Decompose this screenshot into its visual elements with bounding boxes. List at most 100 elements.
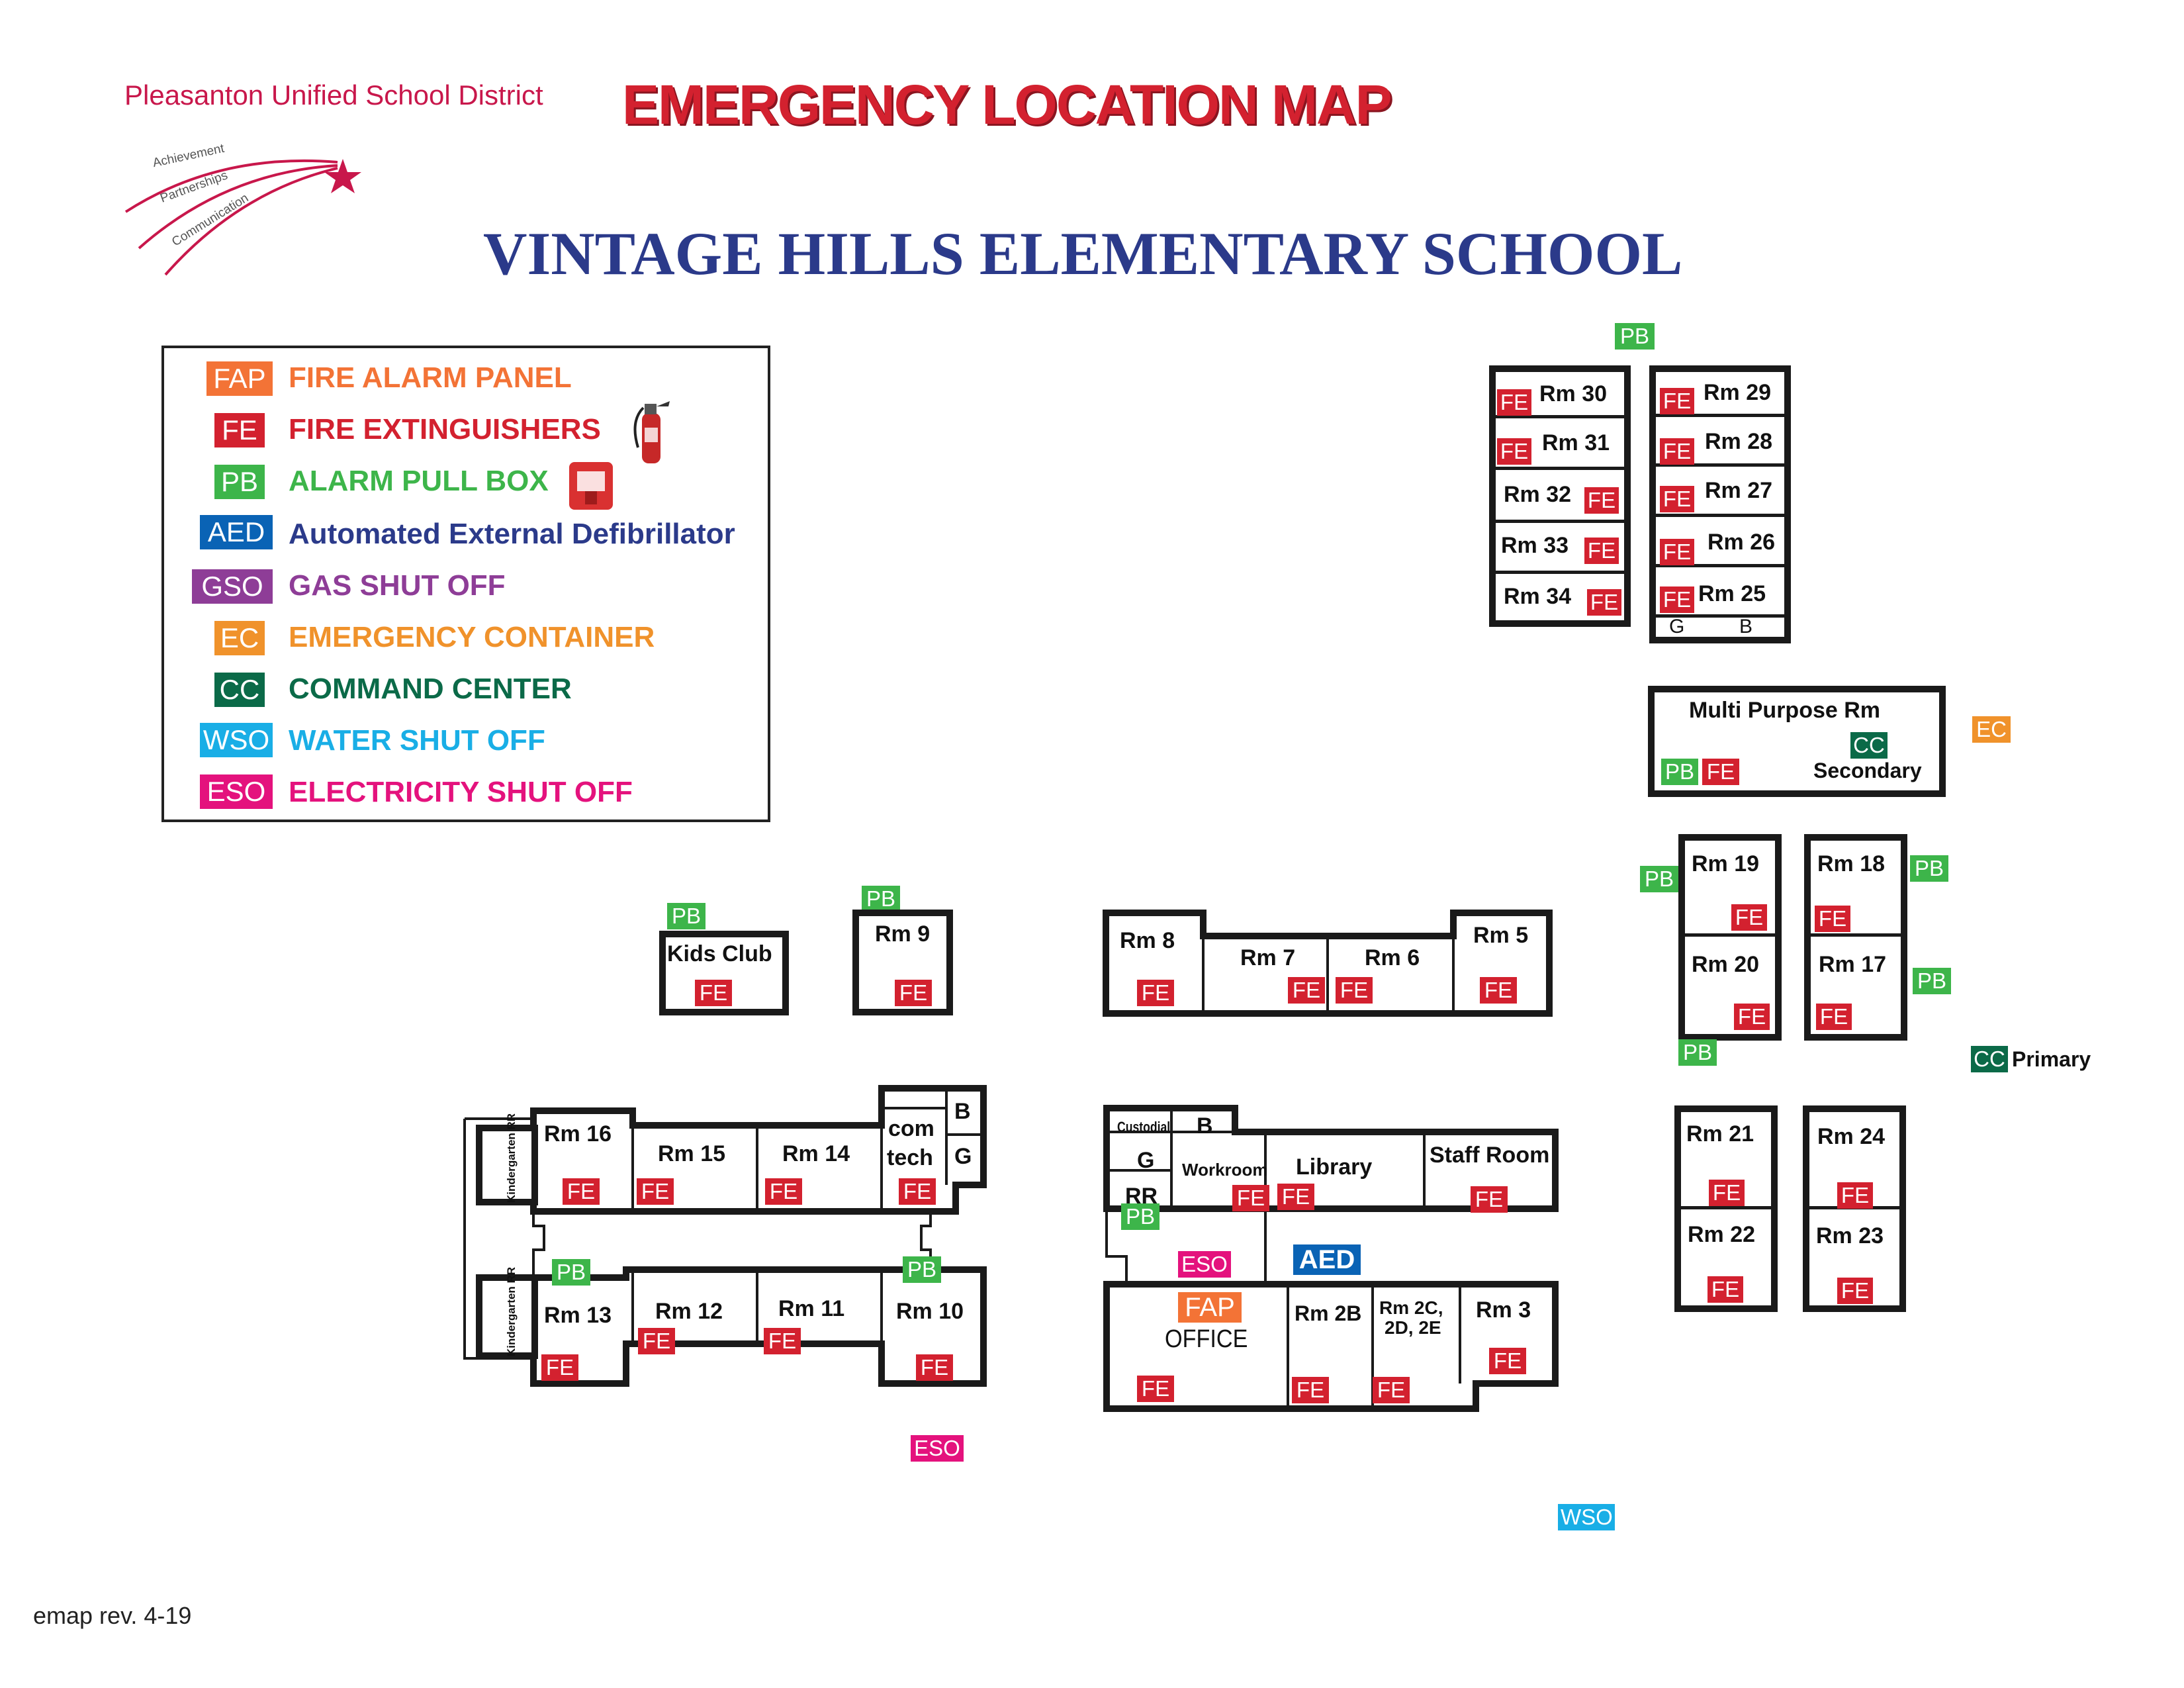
pull-box-icon xyxy=(569,462,613,510)
fe-marker: FE xyxy=(1660,586,1694,613)
legend-label-gso: GAS SHUT OFF xyxy=(289,569,506,602)
legend-code-aed: AED xyxy=(200,515,273,549)
cc-marker: CC xyxy=(1971,1046,2008,1072)
fe-marker: FE xyxy=(1277,1184,1314,1210)
divider xyxy=(1656,414,1784,417)
fe-marker: FE xyxy=(1480,977,1517,1004)
fe-marker: FE xyxy=(1731,904,1767,931)
revision-note: emap rev. 4-19 xyxy=(33,1602,192,1629)
room-label: Custodial xyxy=(1117,1119,1171,1135)
room-label: Rm 2B xyxy=(1295,1301,1362,1325)
legend-code-fe: FE xyxy=(214,413,265,447)
room-label: Rm 30 xyxy=(1539,381,1608,406)
fe-marker: FE xyxy=(1587,589,1621,616)
kindergarten-rr-label: Kindergarten RR xyxy=(505,1266,518,1356)
fe-marker: FE xyxy=(899,1178,936,1205)
fe-marker: FE xyxy=(1373,1377,1410,1403)
page-title: EMERGENCY LOCATION MAP xyxy=(622,73,1392,136)
pb-marker: PB xyxy=(1661,759,1698,785)
room-label: Rm 7 xyxy=(1240,945,1296,970)
pb-marker: PB xyxy=(862,886,900,912)
room-label: Rm 14 xyxy=(782,1141,850,1166)
legend-label-aed: Automated External Defibrillator xyxy=(289,518,735,550)
room-label: Library xyxy=(1296,1154,1373,1180)
kindergarten-rr-label: Kindergarten RR xyxy=(505,1113,518,1203)
ec-marker: EC xyxy=(1972,716,2011,743)
fe-marker: FE xyxy=(1816,1004,1852,1030)
fe-marker: FE xyxy=(1232,1185,1269,1211)
fe-marker: FE xyxy=(1660,486,1694,512)
girls-restroom-label: G xyxy=(1669,616,1685,637)
room-label: Rm 31 xyxy=(1542,430,1610,455)
room-label: Rm 32 xyxy=(1504,482,1572,507)
fap-marker: FAP xyxy=(1178,1292,1242,1323)
aed-marker: AED xyxy=(1293,1244,1361,1275)
fe-marker: FE xyxy=(1489,1348,1526,1374)
room-label: OFFICE xyxy=(1165,1325,1248,1353)
fe-marker: FE xyxy=(1815,906,1850,932)
room-label: Rm 10 xyxy=(896,1299,964,1324)
legend-label-fap: FIRE ALARM PANEL xyxy=(289,361,572,394)
legend-code-eso: ESO xyxy=(200,774,273,809)
girls-restroom-label: G xyxy=(1137,1148,1155,1173)
pb-marker: PB xyxy=(1913,968,1951,994)
room-label: com xyxy=(888,1116,934,1141)
room-label: Rm 12 xyxy=(655,1299,723,1324)
divider xyxy=(1656,564,1784,567)
fe-marker: FE xyxy=(1584,487,1619,514)
room-label: Rm 29 xyxy=(1704,380,1772,405)
district-name: Pleasanton Unified School District xyxy=(124,79,543,111)
fe-marker: FE xyxy=(764,1328,801,1354)
legend-label-eso: ELECTRICITY SHUT OFF xyxy=(289,776,633,808)
room-label: Rm 28 xyxy=(1705,429,1773,454)
room-label: Rm 8 xyxy=(1120,928,1175,953)
fe-marker: FE xyxy=(1497,389,1531,416)
fe-marker: FE xyxy=(1292,1377,1329,1403)
room-label: Kids Club xyxy=(667,941,772,966)
pb-marker: PB xyxy=(1640,866,1678,892)
legend-code-cc: CC xyxy=(214,673,265,707)
fe-marker: FE xyxy=(1660,539,1694,565)
room-label: Rm 17 xyxy=(1819,952,1887,977)
girls-restroom-label: G xyxy=(954,1144,972,1169)
fe-marker: FE xyxy=(1660,438,1694,465)
divider xyxy=(1496,467,1624,470)
fe-marker: FE xyxy=(638,1328,675,1354)
fe-marker: FE xyxy=(1709,1180,1745,1206)
fe-marker: FE xyxy=(541,1354,578,1381)
legend-code-fap: FAP xyxy=(206,361,273,396)
room-label: Rm 33 xyxy=(1501,533,1569,558)
legend-label-fe: FIRE EXTINGUISHERS xyxy=(289,413,601,445)
school-name: VINTAGE HILLS ELEMENTARY SCHOOL xyxy=(483,220,1683,287)
room-label: 2D, 2E xyxy=(1385,1317,1441,1338)
eso-marker: ESO xyxy=(1178,1251,1231,1278)
room-label: Rm 9 xyxy=(875,921,931,947)
fe-marker: FE xyxy=(1837,1182,1873,1209)
secondary-label: Secondary xyxy=(1813,759,1922,782)
legend: FAP FIRE ALARM PANEL FE FIRE EXTINGUISHE… xyxy=(161,346,770,822)
fe-marker: FE xyxy=(916,1354,953,1381)
fe-marker: FE xyxy=(1336,977,1373,1004)
boys-restroom-label: B xyxy=(954,1099,971,1124)
fe-marker: FE xyxy=(1707,1276,1743,1303)
legend-label-ec: EMERGENCY CONTAINER xyxy=(289,621,655,653)
room-label: Rm 11 xyxy=(778,1296,845,1321)
fire-extinguisher-icon xyxy=(633,401,670,463)
room-label: Rm 3 xyxy=(1476,1297,1531,1323)
divider xyxy=(1656,514,1784,517)
room-label: Rm 22 xyxy=(1688,1222,1756,1247)
pb-marker: PB xyxy=(1678,1039,1717,1066)
eso-marker: ESO xyxy=(911,1435,964,1462)
room-label: Rm 27 xyxy=(1705,478,1773,503)
room-label: Rm 2C, xyxy=(1379,1297,1443,1318)
fe-marker: FE xyxy=(1137,980,1174,1006)
divider xyxy=(1496,520,1624,523)
divider xyxy=(1811,933,1901,937)
wso-marker: WSO xyxy=(1558,1504,1615,1530)
room-label: Rm 19 xyxy=(1692,851,1760,876)
fe-marker: FE xyxy=(1471,1186,1508,1213)
room-label: Rm 21 xyxy=(1686,1121,1754,1147)
legend-code-gso: GSO xyxy=(192,569,273,604)
legend-code-pb: PB xyxy=(214,465,265,499)
room-label: tech xyxy=(887,1145,933,1170)
